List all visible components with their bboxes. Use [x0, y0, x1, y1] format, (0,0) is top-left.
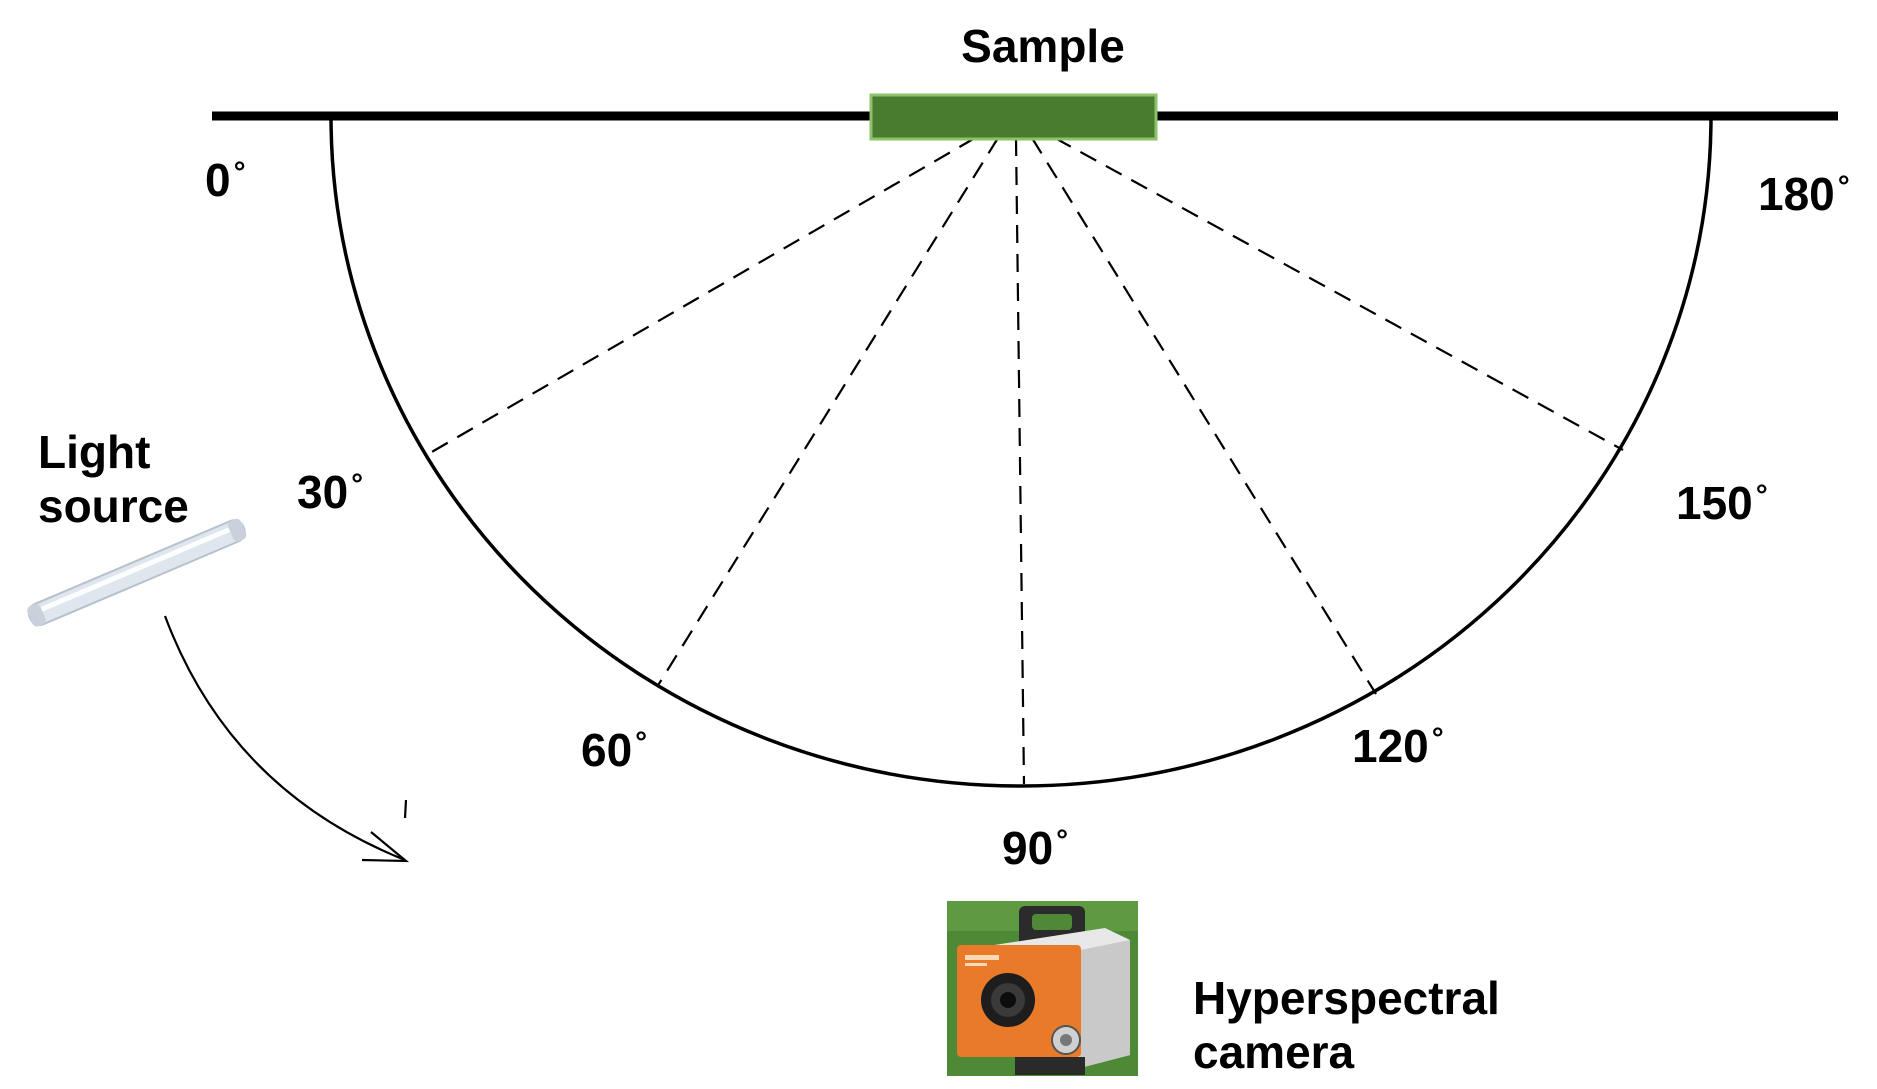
radial-line-90: [1014, 137, 1026, 785]
angle-label-30: 30°: [297, 466, 363, 518]
camera-label-line2: camera: [1193, 1026, 1355, 1078]
angle-label-90: 90°: [1002, 822, 1068, 874]
radial-line-30: [429, 137, 976, 454]
angle-label-120: 120°: [1352, 720, 1444, 772]
camera-label: Hyperspectral: [1193, 972, 1500, 1024]
rotation-arrow-icon: [163, 615, 410, 863]
measurement-semicircle: [329, 115, 1713, 788]
light-source-label-line2: source: [38, 480, 189, 532]
sample-block: [869, 93, 1158, 141]
angle-label-60: 60°: [581, 724, 647, 776]
angle-labels: 0° 30° 60° 90° 120° 150° 180°: [205, 154, 1850, 874]
sample-label: Sample: [961, 20, 1125, 72]
hyperspectral-camera-icon: [947, 901, 1138, 1076]
radial-line-60: [656, 137, 999, 688]
radial-lines: [429, 137, 1624, 785]
radial-line-150: [1054, 137, 1624, 451]
angle-label-180: 180°: [1758, 168, 1850, 220]
light-source-label: Light: [38, 426, 150, 478]
angle-label-0: 0°: [205, 154, 246, 206]
radial-line-120: [1031, 137, 1377, 695]
angle-label-150: 150°: [1676, 477, 1768, 529]
fluorescent-tube-icon: [27, 518, 247, 627]
